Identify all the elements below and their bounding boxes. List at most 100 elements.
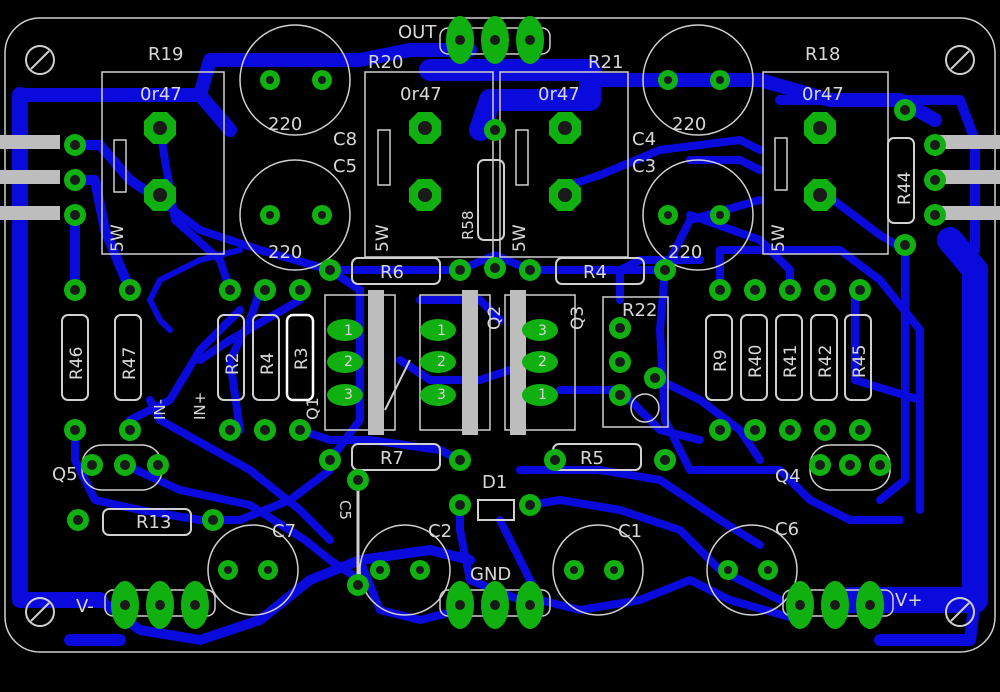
pad	[420, 351, 456, 373]
label-r42: R42	[816, 345, 836, 378]
pad	[785, 425, 795, 435]
pad	[455, 455, 465, 465]
value-r19: 0r47	[140, 84, 182, 105]
pad	[830, 600, 840, 610]
label-d1: D1	[482, 472, 507, 493]
pad	[900, 105, 910, 115]
pad	[525, 265, 535, 275]
pin-q1-1: 1	[344, 323, 353, 339]
pad	[845, 460, 855, 470]
pad	[125, 425, 135, 435]
pad	[855, 285, 865, 295]
pad	[490, 600, 500, 610]
pad	[318, 211, 326, 219]
label-r3: R3	[292, 347, 312, 370]
label-r9: R9	[711, 349, 731, 372]
rating-r20: 5W	[373, 224, 393, 252]
value-r20: 0r47	[400, 84, 442, 105]
label-r45: R45	[850, 345, 870, 378]
pad	[155, 600, 165, 610]
label-q5: Q5	[52, 464, 78, 485]
pad	[785, 285, 795, 295]
value-r21: 0r47	[538, 84, 580, 105]
label-r20: R20	[368, 52, 403, 73]
pad	[455, 500, 465, 510]
label-gnd: GND	[470, 564, 511, 585]
pads	[64, 16, 946, 629]
pad	[325, 265, 335, 275]
pad	[522, 351, 558, 373]
pad	[418, 121, 432, 135]
label-c7: C7	[272, 521, 296, 542]
label-r19: R19	[148, 44, 183, 65]
label-in-minus: IN-	[151, 399, 169, 420]
pad	[875, 460, 885, 470]
pad	[615, 323, 625, 333]
pad	[318, 76, 326, 84]
value-c8: 220	[268, 114, 302, 135]
pad	[522, 384, 558, 406]
label-r4: R4	[258, 352, 278, 375]
pad	[420, 319, 456, 341]
pad	[120, 460, 130, 470]
value-c5: 220	[268, 242, 302, 263]
pad	[70, 285, 80, 295]
pad	[455, 265, 465, 275]
pad	[750, 285, 760, 295]
label-vplus: V+	[895, 590, 922, 611]
pad	[266, 211, 274, 219]
pad	[550, 455, 560, 465]
pad	[716, 211, 724, 219]
label-c6: C6	[775, 519, 799, 540]
pin-q3-3: 1	[538, 387, 547, 403]
pad	[70, 140, 80, 150]
label-r2: R2	[223, 352, 243, 375]
label-c5: C5	[333, 156, 357, 177]
pad	[650, 373, 660, 383]
label-r46: R46	[67, 347, 87, 380]
pad	[715, 425, 725, 435]
pad	[327, 384, 363, 406]
label-c3: C3	[632, 156, 656, 177]
pad	[664, 76, 672, 84]
mounting-holes	[25, 45, 975, 627]
pin-q2-2: 2	[437, 354, 446, 370]
pad	[724, 566, 732, 574]
label-c2: C2	[428, 521, 452, 542]
pad	[225, 425, 235, 435]
label-r13: R13	[136, 512, 171, 533]
value-c4: 220	[672, 114, 706, 135]
label-vminus: V-	[76, 596, 94, 617]
pad	[418, 188, 432, 202]
pad	[87, 460, 97, 470]
pad	[327, 351, 363, 373]
pad	[660, 265, 670, 275]
label-in-plus: IN+	[191, 392, 209, 420]
pad	[190, 600, 200, 610]
pad	[930, 175, 940, 185]
pad	[930, 140, 940, 150]
value-r18: 0r47	[802, 84, 844, 105]
pad	[570, 566, 578, 574]
label-q2: Q2	[485, 306, 505, 330]
pin-q2-3: 3	[437, 387, 446, 403]
pad	[490, 125, 500, 135]
pad	[558, 188, 572, 202]
pad	[930, 210, 940, 220]
pad	[295, 285, 305, 295]
pin-q1-2: 2	[344, 354, 353, 370]
pad	[865, 600, 875, 610]
pad	[664, 211, 672, 219]
pad	[70, 210, 80, 220]
pad	[416, 566, 424, 574]
label-q3: Q3	[568, 306, 588, 330]
pad	[353, 475, 363, 485]
pin-q1-3: 3	[344, 387, 353, 403]
label-r41: R41	[781, 345, 801, 378]
pad	[558, 121, 572, 135]
label-r21: R21	[588, 52, 623, 73]
label-r7: R7	[380, 448, 404, 469]
pad	[615, 390, 625, 400]
rating-r21: 5W	[510, 224, 530, 252]
pad	[750, 425, 760, 435]
